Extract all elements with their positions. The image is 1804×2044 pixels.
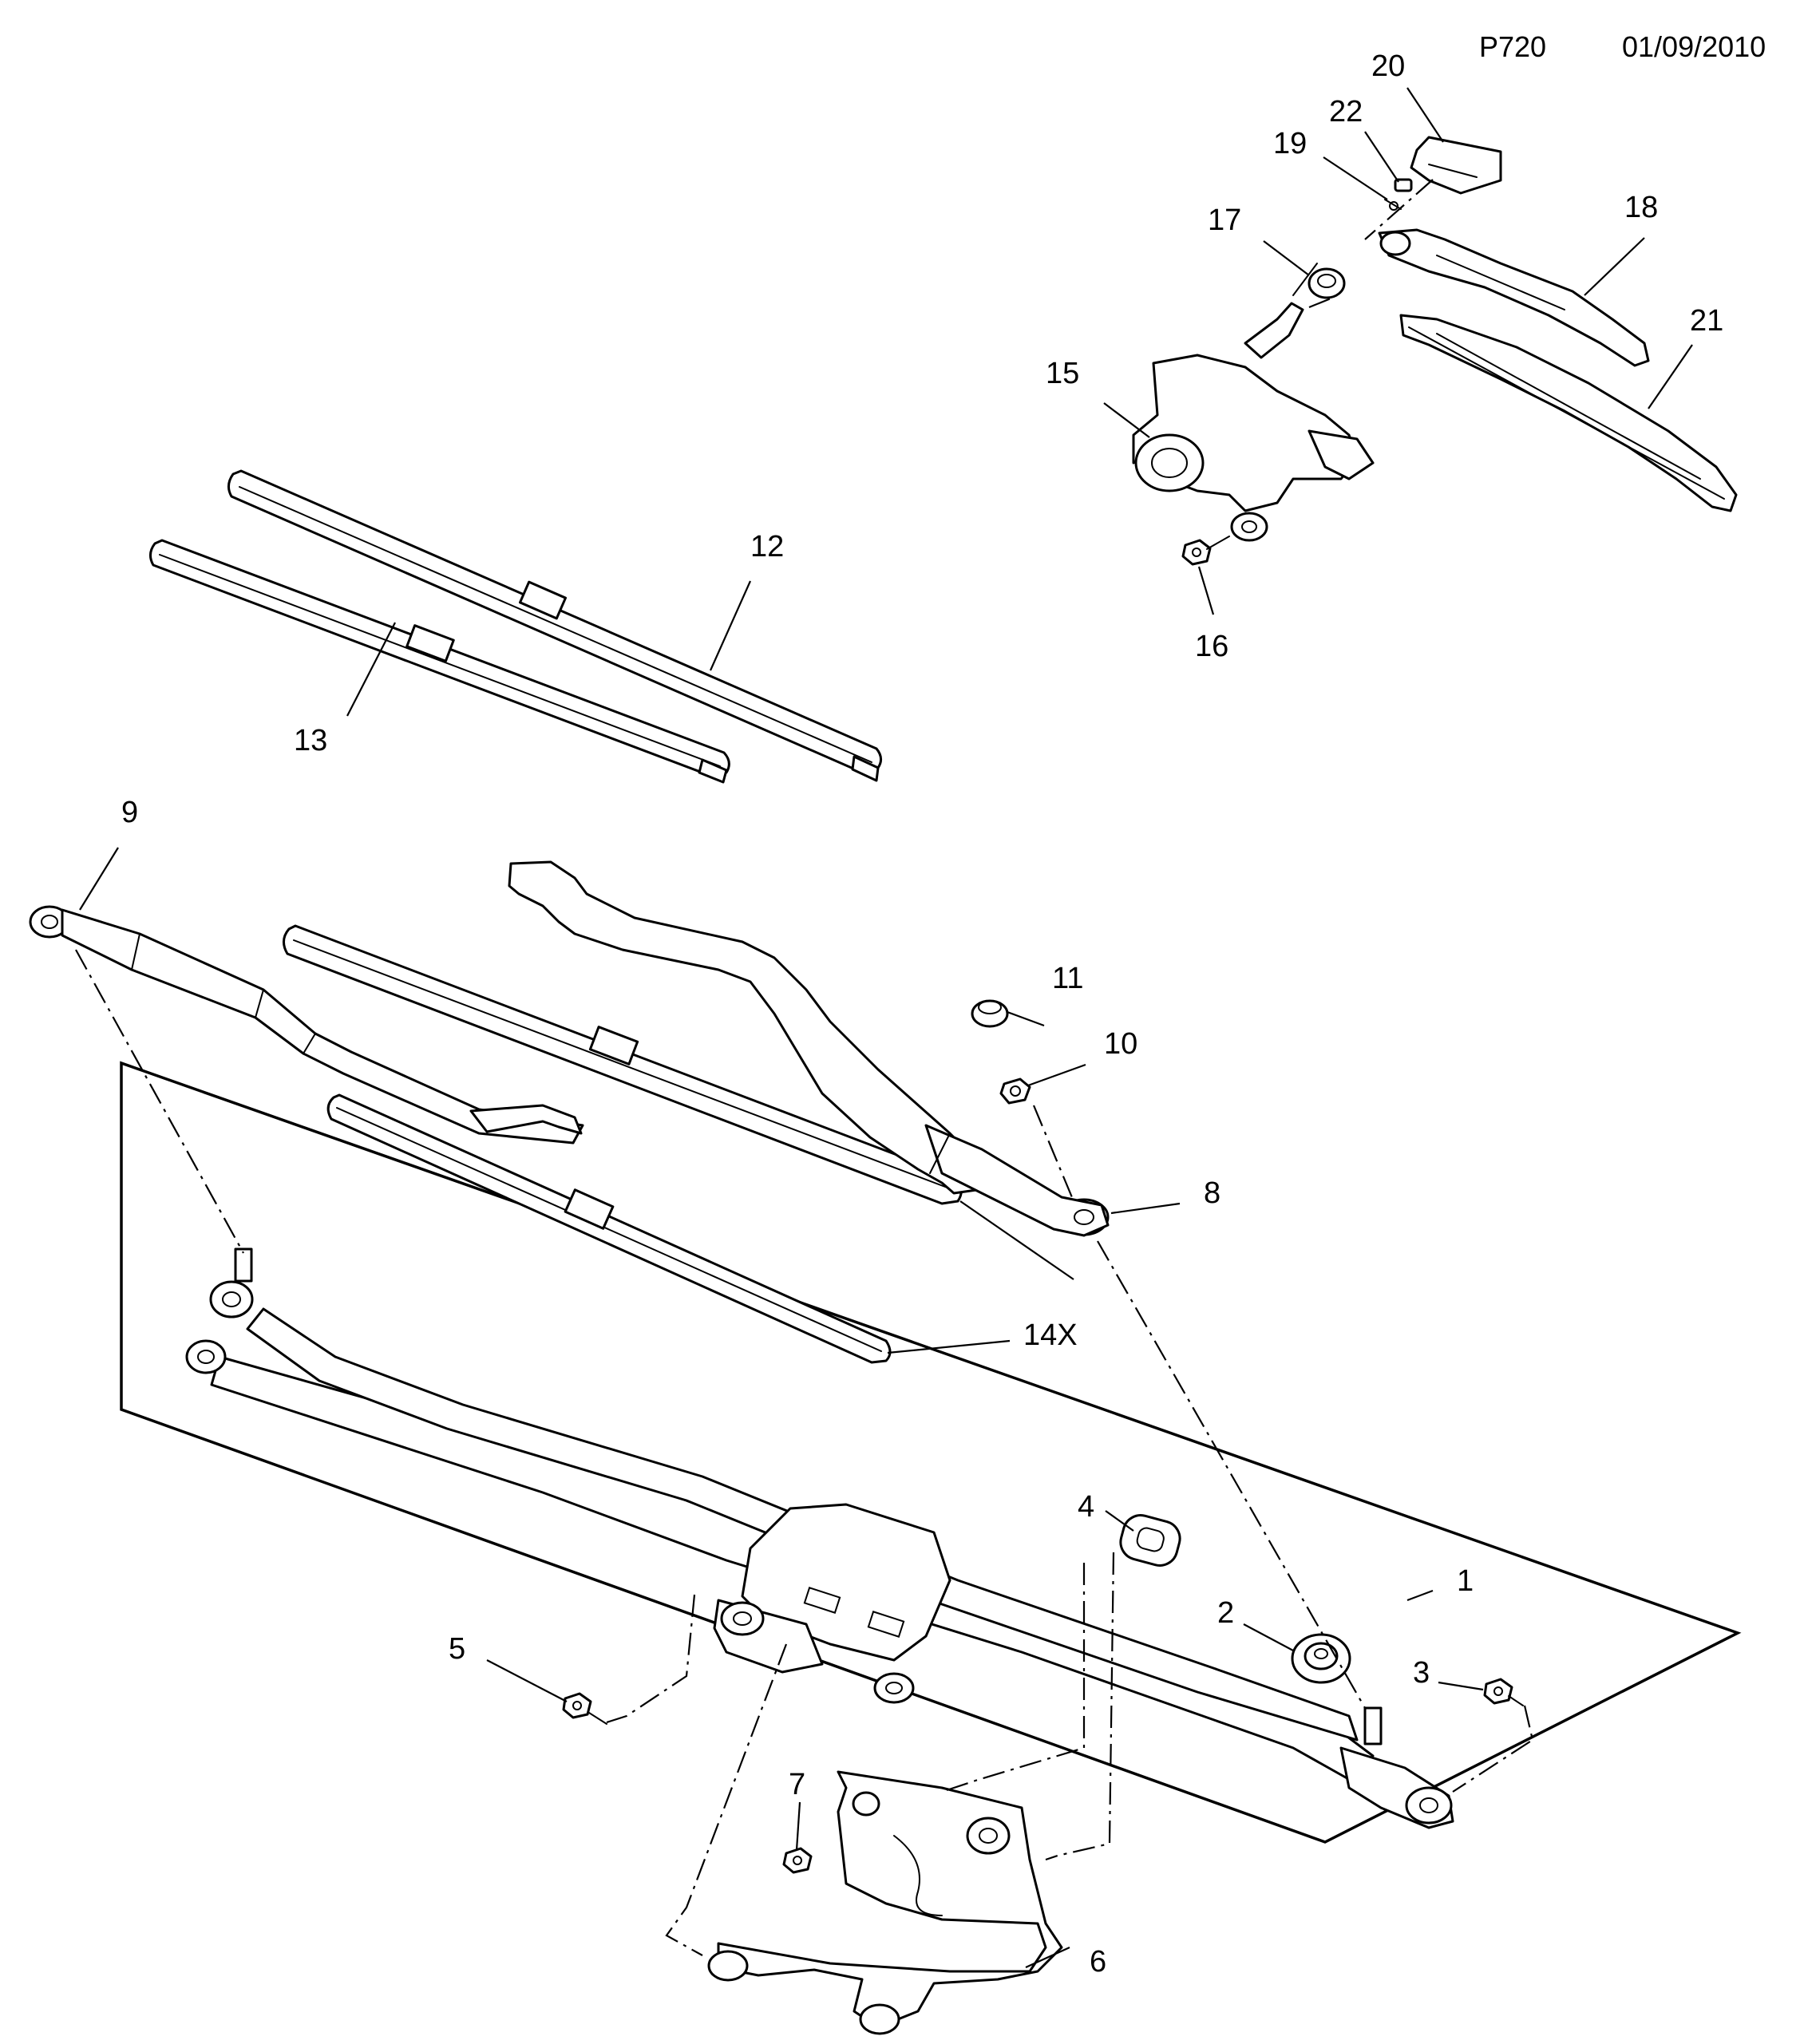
assembly-lines (75, 179, 1534, 1956)
wiper-arm-8 (508, 860, 1110, 1237)
wiper-linkage-1 (185, 1247, 1454, 1829)
clip-22 (1394, 178, 1413, 192)
callout-6: 6 (1090, 1945, 1106, 1979)
bolt-5 (562, 1692, 607, 1725)
rear-wiper-motor-15 (1132, 263, 1375, 542)
seal-17 (1308, 267, 1346, 299)
wiper-blade-12 (227, 469, 882, 782)
callout-3: 3 (1413, 1656, 1430, 1690)
callout-14x: 14X (1023, 1319, 1078, 1352)
cap-11 (971, 999, 1009, 1028)
callout-8: 8 (1204, 1176, 1220, 1210)
callout-4: 4 (1078, 1490, 1094, 1524)
callout-2: 2 (1217, 1596, 1234, 1630)
rear-wiper-arm-18 (1378, 228, 1650, 367)
callout-18: 18 (1624, 191, 1658, 224)
callout-17: 17 (1208, 204, 1241, 237)
callout-labels: 1 2 3 4 5 6 7 8 9 10 11 12 13 14X 15 16 … (121, 49, 1723, 1979)
callout-12: 12 (750, 530, 784, 563)
callout-19: 19 (1273, 127, 1307, 160)
leader-lines (79, 87, 1693, 1969)
page-code: P720 (1479, 30, 1547, 63)
pin-19 (1384, 199, 1402, 211)
assembly-frame (120, 1061, 1742, 1844)
callout-7: 7 (789, 1768, 805, 1801)
callout-15: 15 (1046, 357, 1079, 390)
callout-20: 20 (1371, 49, 1405, 83)
callout-10: 10 (1104, 1027, 1137, 1061)
callout-16: 16 (1195, 630, 1228, 663)
bolt-3 (1483, 1678, 1524, 1706)
wiper-blade-13 (149, 539, 730, 784)
wiper-arm-9 (29, 905, 584, 1145)
callout-13: 13 (294, 724, 327, 757)
bushing-4 (1119, 1514, 1181, 1567)
callout-5: 5 (449, 1632, 465, 1666)
rear-wiper-blade-21 (1399, 314, 1738, 512)
callout-21: 21 (1690, 304, 1723, 338)
cap-20 (1410, 136, 1502, 195)
callout-22: 22 (1329, 95, 1363, 128)
diagram-date: 01/09/2010 (1622, 30, 1766, 63)
bracket-6 (707, 1770, 1063, 2035)
wiper-blade-pair-14x (283, 924, 963, 1364)
nut-7 (782, 1847, 813, 1874)
callout-1: 1 (1457, 1564, 1474, 1598)
callout-11: 11 (1052, 962, 1083, 995)
callout-9: 9 (121, 796, 138, 829)
screw-16 (1181, 536, 1230, 566)
nut-10 (999, 1077, 1031, 1105)
grommet-2 (1291, 1633, 1351, 1684)
